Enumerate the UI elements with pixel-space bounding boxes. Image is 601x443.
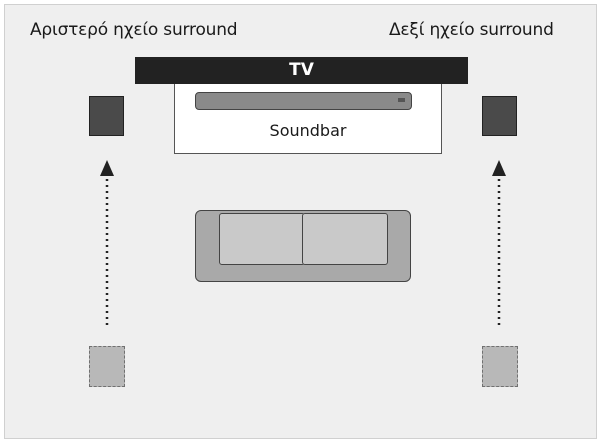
sofa-cushion-left — [219, 213, 305, 265]
sofa-cushion-right — [302, 213, 388, 265]
soundbar-icon — [195, 92, 412, 110]
tv-bar: TV — [135, 57, 468, 84]
left-speaker-original-position-icon — [89, 346, 125, 387]
left-surround-label: Αριστερό ηχείο surround — [30, 20, 238, 40]
right-arrow-head-icon — [492, 160, 506, 176]
right-surround-speaker-icon — [482, 96, 517, 136]
soundbar-label: Soundbar — [269, 121, 347, 140]
right-surround-label: Δεξί ηχείο surround — [389, 20, 554, 40]
left-surround-speaker-icon — [89, 96, 124, 136]
right-speaker-original-position-icon — [482, 346, 518, 387]
left-arrow-head-icon — [100, 160, 114, 176]
